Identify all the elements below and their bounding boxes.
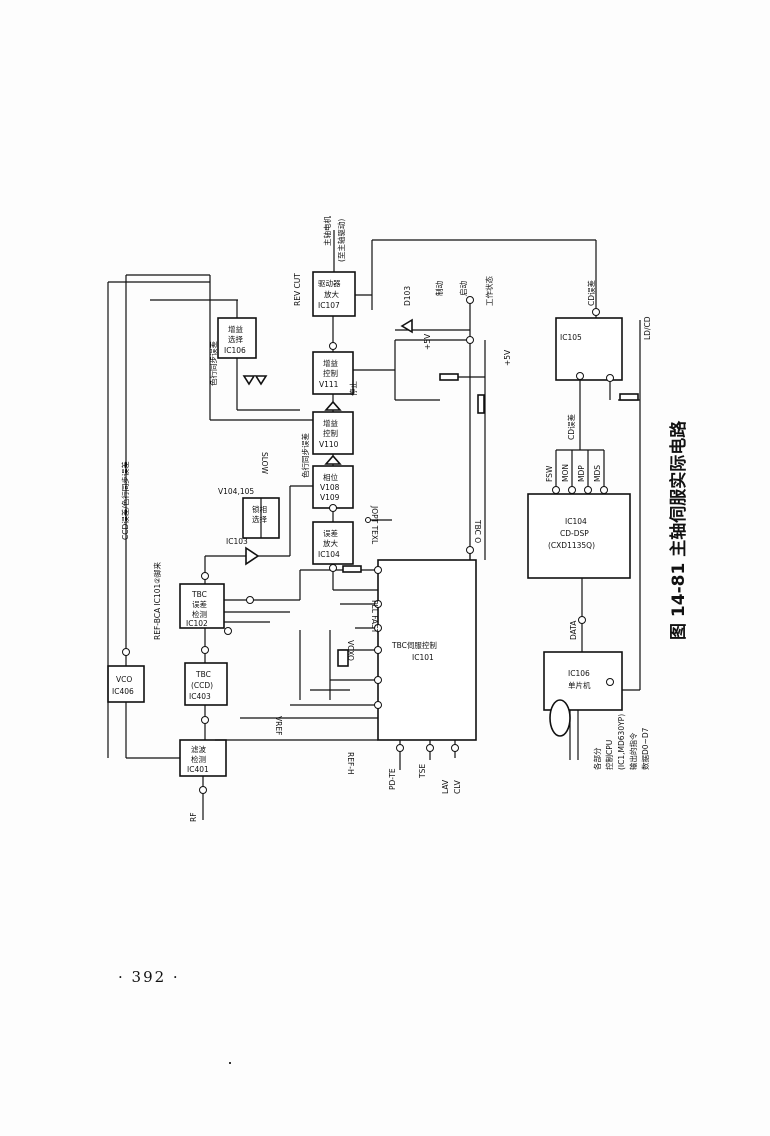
block-v108-l1: 相位 — [323, 472, 338, 482]
block-ic406-l1: VCO — [116, 675, 132, 684]
pin-markers — [122, 296, 614, 794]
block-v112-l3: V111 — [319, 380, 339, 389]
block-ic106-l2: 选择 — [228, 334, 243, 344]
input-note-3: (IC1,MD630YP) — [617, 714, 626, 770]
label-start: 启动 — [458, 281, 468, 296]
label-5v-b: +5V — [503, 349, 512, 366]
label-vcxo: VCXO — [346, 640, 355, 661]
wiring — [107, 230, 641, 820]
block-ic106-mcu-l2: 单片机 — [568, 680, 591, 690]
label-drive-note: (至主轴驱动) — [336, 219, 346, 262]
block-v104-l1: 锁相 — [252, 504, 267, 514]
block-ic107-l3: IC107 — [318, 301, 340, 310]
block-v110-l3: V110 — [319, 440, 339, 449]
block-v108-l3: V109 — [320, 493, 340, 502]
block-ic104-l2: 放大 — [323, 538, 338, 548]
block-ic104-dsp-l3: (CXD1135Q) — [548, 541, 595, 550]
block-v104-l2: 选择 — [252, 514, 267, 524]
label-cd-error: CD误差 — [566, 413, 576, 440]
input-note-1: 各部分 — [592, 747, 602, 770]
block-ic104-dsp-l2: CD-DSP — [560, 529, 589, 538]
block-ic104-l1: 误差 — [323, 528, 338, 538]
block-ic401-l1: 滤波 — [191, 744, 206, 754]
input-note-5: 数据D0~D7 — [640, 727, 650, 770]
label-stop: 停止 — [348, 381, 358, 396]
block-ic406 — [107, 665, 145, 703]
signal-labels: RF PD-TE TSE LAV CLV REF-H REF-BCA IC101… — [120, 216, 652, 822]
block-ic102 — [179, 583, 225, 629]
label-mdp: MDP — [577, 465, 586, 482]
block-ic401-l3: IC401 — [187, 765, 209, 774]
label-data: DATA — [569, 620, 578, 640]
label-ld-cd: LD/CD — [643, 316, 652, 340]
input-note-4: 输出的指令 — [628, 732, 638, 770]
input-note-2: 控制CPU — [604, 740, 614, 770]
block-ic107-l1: 驱动器 — [318, 278, 341, 288]
block-v112-l1: 增益 — [323, 358, 338, 368]
block-ic102-l3: 检测 — [192, 609, 207, 619]
block-ic107-l2: 放大 — [324, 289, 339, 299]
label-ccd-note: CCD误差/色行同步误差 — [120, 461, 130, 540]
mcu-input-bus — [549, 699, 571, 737]
label-5v-a: +5V — [423, 333, 432, 350]
block-ic107 — [312, 271, 356, 317]
label-d103: D103 — [403, 286, 412, 306]
label-mds: MDS — [593, 465, 602, 482]
block-v104-l3: V104,105 — [218, 487, 254, 496]
block-ic403 — [184, 662, 228, 706]
block-ic101-l1: TBC伺服控制 — [391, 640, 437, 650]
block-v110-l2: 控制 — [323, 428, 338, 438]
scan-speck — [229, 1062, 231, 1064]
block-ic104-dsp — [527, 493, 631, 579]
block-ic106-mcu-l1: IC106 — [568, 669, 590, 678]
label-fsw: FSW — [545, 465, 554, 482]
block-ic106-l1: 增益 — [228, 324, 243, 334]
block-ic406-l2: IC406 — [112, 687, 134, 696]
block-ic105 — [555, 317, 623, 381]
label-slow: SLOW — [260, 452, 269, 475]
block-ic106-l3: IC106 — [224, 346, 246, 355]
label-color-sync: 色行同步误差 — [208, 341, 218, 386]
block-ic101-l2: IC101 — [412, 653, 434, 662]
label-lav: LAV — [441, 779, 450, 794]
label-vref: VREF — [274, 716, 283, 735]
label-tse: TSE — [418, 764, 427, 779]
block-ic104-l3: IC104 — [318, 550, 340, 559]
block-ic102-l2: 误差 — [192, 599, 207, 609]
block-ic403-l1: TBC — [195, 670, 211, 679]
label-pd: PD-TE — [388, 768, 397, 790]
label-jopt: JOPT TEXL — [370, 505, 379, 545]
label-ref-bca: REF-BCA IC101②脚来 — [152, 562, 162, 640]
block-v108-l2: V108 — [320, 483, 340, 492]
label-rev-cut: REV CUT — [293, 273, 302, 306]
block-ic101 — [377, 559, 477, 741]
label-clv: CLV — [453, 779, 462, 794]
label-color-sync-2: 色行同步误差 — [300, 433, 310, 478]
block-ic403-l3: IC403 — [189, 692, 211, 701]
page-number: · 392 · — [118, 968, 180, 986]
label-pll-fast: PLL FAST — [370, 600, 379, 634]
label-hold: 制动 — [434, 281, 444, 296]
ic103-label: IC103 — [226, 537, 248, 546]
block-ic104-dsp-l1: IC104 — [565, 517, 587, 526]
label-tbco: TBC O — [473, 519, 482, 543]
label-mon: MON — [561, 464, 570, 482]
block-ic105-label: IC105 — [560, 333, 582, 342]
label-work-state: 工作状态 — [484, 276, 494, 306]
label-drive-out: 主轴电机 — [322, 216, 332, 246]
block-v112-l2: 控制 — [323, 368, 338, 378]
block-v110-l1: 增益 — [323, 418, 338, 428]
block-ic401-l2: 检测 — [191, 754, 206, 764]
ic103-amplifier — [245, 546, 260, 566]
figure-caption: 图 14-81 主轴伺服实际电路 — [668, 420, 689, 640]
label-cd-error-2: CD误差 — [586, 279, 596, 306]
block-ic102-l1: TBC — [191, 590, 207, 599]
block-ic403-l2: (CCD) — [191, 681, 213, 690]
block-ic102-l4: IC102 — [186, 619, 208, 628]
label-ref-h: REF-H — [346, 752, 355, 775]
label-rf: RF — [189, 812, 198, 822]
